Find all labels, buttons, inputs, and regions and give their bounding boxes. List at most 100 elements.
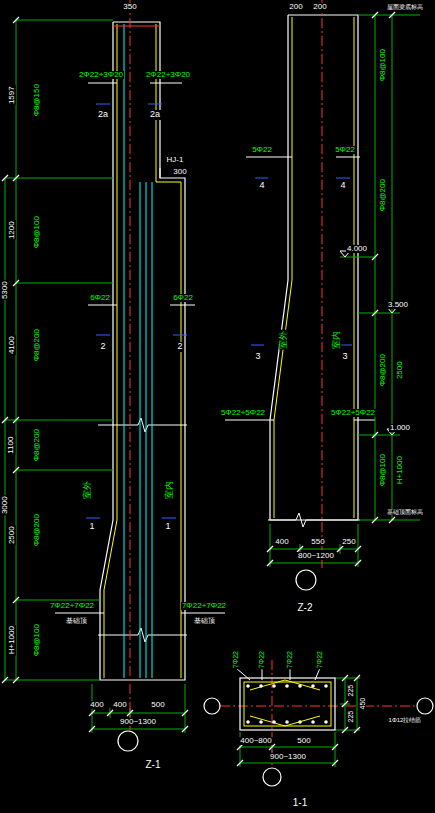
dimension: 550 bbox=[310, 538, 325, 546]
note: 1Φ12拉结筋 bbox=[388, 717, 423, 723]
stirrup-label: Φ8@200 bbox=[379, 178, 387, 212]
rebar-label: 7Φ22 bbox=[232, 650, 239, 669]
dimension: 200 bbox=[288, 3, 303, 11]
dimension: 3000 bbox=[1, 495, 9, 515]
rebar-label: 7Φ22+7Φ22 bbox=[49, 602, 95, 610]
dimension-tick bbox=[354, 727, 360, 733]
drawing-line bbox=[240, 763, 335, 764]
dimension: 900~1300 bbox=[119, 718, 157, 726]
stirrup-label: Φ8@200 bbox=[33, 513, 41, 547]
rebar-label: 2Φ22+3Φ20 bbox=[78, 71, 124, 79]
dimension: 450 bbox=[359, 697, 366, 711]
drawing-line bbox=[92, 729, 185, 730]
drawing-title: Z-2 bbox=[297, 603, 314, 614]
drawing-line bbox=[160, 168, 161, 178]
drawing-line bbox=[358, 520, 420, 521]
dimension-tick bbox=[2, 175, 8, 181]
note: 基础顶 bbox=[193, 617, 216, 624]
drawing-line bbox=[185, 684, 186, 733]
stirrup-label: Φ8@200 bbox=[379, 353, 387, 387]
section-mark: 4 bbox=[258, 181, 265, 190]
dimension: 5300 bbox=[1, 280, 9, 300]
rebar-dot bbox=[285, 684, 289, 688]
outline bbox=[270, 15, 358, 520]
level: 3.500 bbox=[387, 301, 409, 309]
dimension-tick bbox=[2, 677, 8, 683]
axis-line bbox=[322, 0, 323, 570]
dimension-tick bbox=[267, 546, 273, 552]
dimension: 250 bbox=[341, 538, 356, 546]
section-outline bbox=[240, 678, 335, 730]
drawing-line bbox=[16, 470, 113, 471]
side-note: 室内 bbox=[332, 330, 341, 350]
drawing-line bbox=[140, 182, 141, 678]
axis-line bbox=[272, 660, 273, 768]
drawing-title: 1-1 bbox=[292, 798, 308, 809]
drawing-line bbox=[148, 104, 162, 105]
side-note: 室外 bbox=[279, 330, 288, 350]
outline bbox=[354, 17, 355, 518]
level: 4.000 bbox=[346, 245, 368, 253]
drawing-line bbox=[92, 713, 185, 714]
dimension-tick bbox=[107, 710, 113, 716]
rebar-label: 5Φ22 bbox=[334, 146, 356, 154]
drawing-line bbox=[251, 345, 264, 346]
drawing-line bbox=[240, 747, 335, 748]
stirrup-label: Φ8@100 bbox=[33, 623, 41, 657]
dimension-tick bbox=[355, 560, 361, 566]
dimension-tick bbox=[267, 560, 273, 566]
dimension-tick bbox=[342, 701, 348, 707]
dimension: 1597 bbox=[8, 85, 16, 105]
dimension-tick bbox=[182, 726, 188, 732]
stirrup-label: Φ8@200 bbox=[33, 428, 41, 462]
drawing-line bbox=[336, 178, 350, 179]
drawing-line bbox=[16, 20, 113, 21]
drawing-line bbox=[88, 305, 117, 306]
drawing-line bbox=[358, 524, 359, 567]
drawing-line bbox=[150, 83, 182, 84]
axis-bubble bbox=[118, 731, 138, 751]
dimension-tick bbox=[13, 280, 19, 286]
dimension-tick bbox=[13, 417, 19, 423]
dimension: 350 bbox=[122, 3, 137, 11]
rebar-dot bbox=[259, 684, 263, 688]
drawing-line bbox=[173, 335, 187, 336]
drawing-line bbox=[96, 104, 110, 105]
rebar-label: 5Φ22+5Φ22 bbox=[330, 409, 376, 417]
rebar-label: 5Φ22 bbox=[251, 146, 273, 154]
drawing-line bbox=[5, 420, 113, 421]
rebar-dot bbox=[285, 720, 289, 724]
dimension: 4100 bbox=[8, 335, 16, 355]
rebar-label: 7Φ22 bbox=[316, 650, 323, 669]
dimension-tick bbox=[13, 175, 19, 181]
drawing-line bbox=[392, 15, 393, 520]
dimension: 2500 bbox=[396, 360, 404, 380]
outline bbox=[250, 716, 320, 726]
rebar-label: 6Φ22 bbox=[89, 294, 111, 302]
drawing-line bbox=[246, 157, 292, 158]
stirrup-label: Φ8@100 bbox=[379, 48, 387, 82]
dimension: 225 bbox=[347, 710, 354, 724]
section-mark: 2a bbox=[149, 110, 161, 119]
dimension-tick bbox=[337, 546, 343, 552]
drawing-line bbox=[358, 435, 400, 436]
outline bbox=[98, 628, 187, 642]
dimension-tick bbox=[182, 710, 188, 716]
dimension-tick bbox=[2, 417, 8, 423]
dimension-tick bbox=[237, 760, 243, 766]
section-mark: 3 bbox=[254, 352, 261, 361]
dimension-tick bbox=[342, 675, 348, 681]
note: 基础顶 bbox=[65, 617, 88, 624]
dimension: 400 bbox=[112, 701, 127, 709]
drawing-line bbox=[225, 420, 274, 421]
rebar-label: 7Φ22 bbox=[258, 650, 265, 669]
dimension: 900~1300 bbox=[269, 753, 307, 761]
side-note: 室外 bbox=[83, 480, 92, 500]
rebar-label: 7Φ22+7Φ22 bbox=[181, 602, 227, 610]
dimension: 1200 bbox=[8, 220, 16, 240]
rebar-dot bbox=[246, 720, 250, 724]
dimension: 500 bbox=[296, 737, 311, 745]
drawing-line bbox=[16, 600, 100, 601]
dimension-tick bbox=[372, 310, 378, 316]
